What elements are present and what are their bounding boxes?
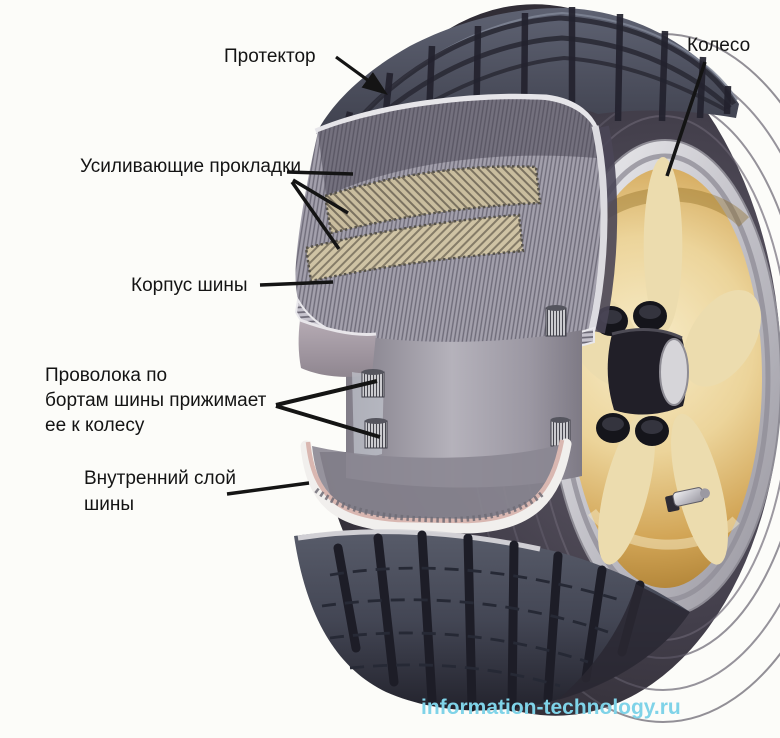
- label-tire-carcass: Корпус шины: [131, 275, 248, 296]
- cut-edge-top: [314, 93, 600, 136]
- bead-seat-dots: [314, 487, 546, 523]
- label-inner-layer: Внутренний слой шины: [84, 468, 236, 515]
- cutaway: [294, 99, 618, 362]
- tire-tread-bottom: [294, 529, 690, 712]
- leader-wheel: [665, 61, 707, 177]
- tire-tread-top: [314, 7, 739, 165]
- leader-tread: [335, 55, 388, 95]
- valve-stem: [665, 487, 710, 513]
- belt-layer-1: [323, 165, 542, 235]
- leader-lines: [226, 55, 707, 496]
- leader-plies-1: [286, 170, 354, 176]
- watermark: information-technology.ru: [421, 696, 681, 719]
- leader-plies-2: [292, 178, 349, 215]
- hub-cap: [659, 338, 689, 406]
- inner-layer-u: [300, 438, 572, 534]
- cut-edge-right-shadow: [591, 125, 618, 334]
- tread-sipes: [321, 566, 621, 688]
- leader-wire-2: [275, 404, 381, 439]
- cut-edge-bottom: [297, 529, 541, 552]
- tread-grooves-bottom: [333, 530, 645, 712]
- hub: [607, 327, 689, 415]
- leader-inner: [226, 481, 310, 496]
- inner-layer-edge-pink: [305, 439, 565, 524]
- leader-carcass: [259, 280, 334, 287]
- inner-liner-surface: [346, 330, 582, 488]
- leader-plies-3: [290, 180, 341, 251]
- label-bead-wire: Проволока по бортам шины прижимает ее к …: [45, 365, 267, 436]
- cut-edge-right: [588, 125, 608, 331]
- leader-wire-1: [275, 379, 378, 407]
- label-reinforcing-plies: Усиливающие прокладки: [80, 156, 302, 177]
- label-wheel: Колесо: [687, 35, 751, 56]
- label-tread: Протектор: [224, 46, 316, 67]
- bead-wire-upper-right: [545, 307, 567, 337]
- sidewall-flap: [298, 318, 377, 377]
- belt-layer-2: [304, 213, 525, 283]
